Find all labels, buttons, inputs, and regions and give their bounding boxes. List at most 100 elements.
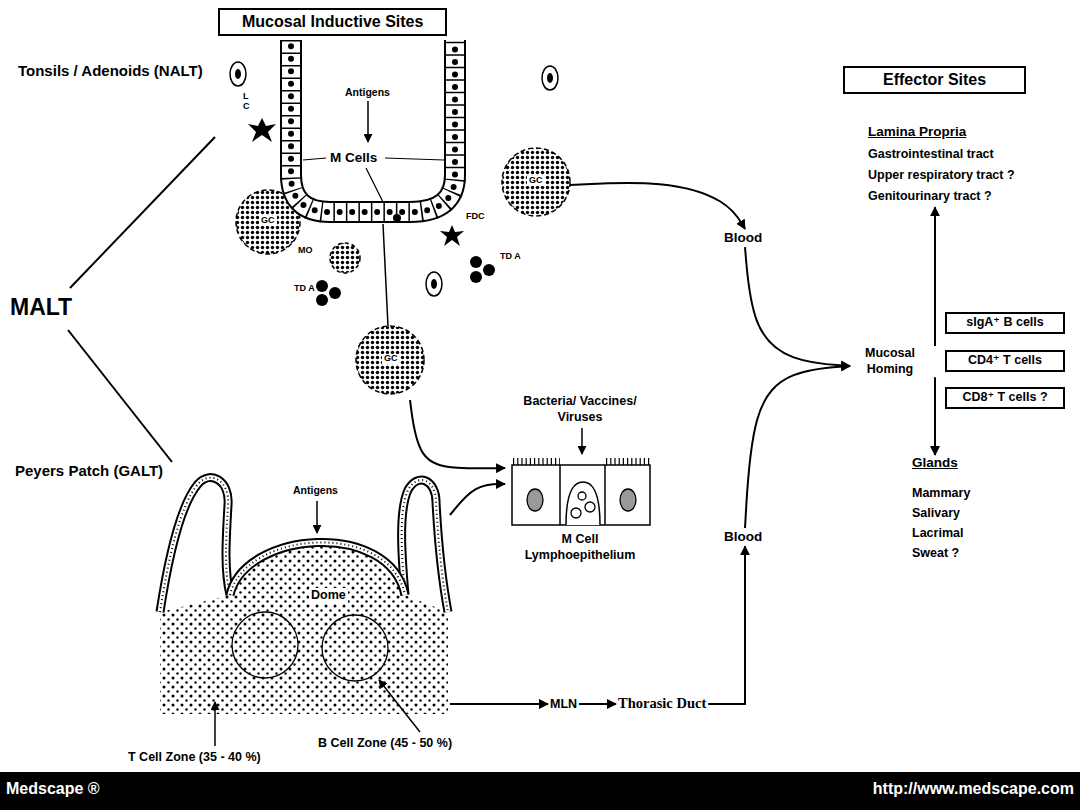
epithelium [291, 40, 455, 212]
part-label: M Cell Lymphoepithelium [515, 532, 645, 563]
cell-nucleus [291, 40, 455, 212]
section-header: Effector Sites [843, 66, 1026, 94]
site-text: Genitourinary tract ? [868, 186, 1015, 207]
antigen-arrow [316, 501, 318, 533]
section-header: Mucosal Inductive Sites [218, 8, 447, 36]
lymphocyte [329, 287, 341, 299]
bracket-line [68, 330, 172, 462]
header-text: Mucosal Inductive Sites [220, 10, 445, 34]
cell-nucleus [547, 73, 553, 83]
zone-label: T Cell Zone (35 - 40 %) [128, 750, 261, 766]
germinal-center [330, 243, 360, 273]
dendritic-cell [248, 118, 276, 142]
dendritic-cell [440, 225, 464, 246]
footer-text: http://www.medscape.com [873, 779, 1074, 798]
site-list: GlandsMammarySalivaryLacrimalSweat ? [912, 455, 970, 563]
cell-type-box: CD8⁺ T cells ? [945, 387, 1065, 409]
cell-label: TD A [500, 252, 516, 262]
leader-line [303, 158, 326, 160]
site-text: Gastrointestinal tract [868, 144, 1015, 165]
flow-arrow [410, 400, 505, 468]
part-label: Bacteria/ Vaccines/ Viruses [515, 394, 645, 425]
footer-bar [0, 772, 1080, 810]
site-text: Upper respiratory tract ? [868, 165, 1015, 186]
cell-type-box: sIgA⁺ B cells [945, 312, 1065, 334]
cell-type-text: CD8⁺ T cells ? [947, 389, 1063, 407]
villus [160, 478, 230, 612]
lymph-line [383, 224, 388, 326]
lymphocyte [393, 214, 401, 222]
bracket-line [70, 137, 215, 288]
flow-arrow [570, 183, 745, 229]
flow-arrow [934, 207, 936, 346]
flow-arrow [450, 703, 548, 705]
site-text: Salivary [912, 503, 970, 523]
germinal-center [502, 148, 570, 216]
site-text: Lacrimal [912, 523, 970, 543]
m-cell-pocket [566, 482, 600, 525]
cell-label: GC [259, 216, 277, 226]
flow-arrow [450, 484, 505, 515]
villus [160, 478, 230, 612]
route-text: Blood [722, 229, 764, 247]
peyers-patch-illustration: AntigensDome [160, 478, 450, 718]
plasma-cell [426, 272, 442, 296]
zone-label: B Cell Zone (45 - 50 %) [318, 736, 452, 752]
flow-arrow [745, 366, 850, 528]
m-cell-illustration: Bacteria/ Vaccines/ Viruses M Cell Lympho… [505, 392, 655, 564]
site-text: Sweat ? [912, 543, 970, 563]
route-label: Thorasic Duct [616, 694, 708, 713]
route-label: Blood [722, 229, 764, 247]
region-label: Peyers Patch (GALT) [15, 462, 160, 481]
pointer-arrow [214, 702, 216, 746]
flow-arrow [579, 703, 616, 705]
microvilli [606, 458, 650, 465]
follicle [322, 615, 388, 681]
site-list: Lamina PropriaGastrointestinal tractUppe… [868, 124, 1015, 207]
antigen-arrow [367, 101, 369, 142]
site-text: Glands [912, 455, 970, 471]
follicle [232, 612, 298, 678]
part-label: Dome [309, 588, 348, 604]
lymphocyte [585, 502, 595, 512]
plasma-cell [542, 66, 558, 90]
route-text: Thorasic Duct [616, 694, 708, 713]
cell-nucleus [431, 279, 437, 289]
lymphocyte [470, 271, 482, 283]
lymphocyte [578, 492, 586, 500]
epithelial-cells [512, 465, 650, 525]
route-text: Blood [722, 528, 764, 546]
villus [160, 478, 230, 612]
lymphocyte [571, 508, 581, 518]
cell-border [559, 465, 561, 525]
part-label: M Cells [330, 150, 377, 166]
cell-label: TD A [294, 284, 310, 294]
lymphocyte [483, 264, 495, 276]
route-label: Blood [722, 528, 764, 546]
region-label: Tonsils / Adenoids (NALT) [18, 62, 173, 81]
antigen-arrow [581, 428, 583, 454]
site-text: Lamina Propria [868, 124, 1015, 140]
cell-type-box: CD4⁺ T cells [945, 350, 1065, 372]
part-label: Antigens [345, 86, 390, 99]
cell-border [291, 40, 455, 212]
microvilli [513, 458, 560, 465]
site-text: Mammary [912, 483, 970, 503]
cell-label: FDC [466, 212, 485, 222]
epithelium [291, 40, 455, 212]
follicle [232, 612, 298, 678]
flow-arrow [708, 546, 745, 704]
cell-label: LC [243, 92, 252, 112]
follicle [322, 615, 388, 681]
cell-label: GC [527, 176, 545, 186]
tonsil-illustration: Antigens M Cells [200, 40, 570, 400]
route-text: MLN [548, 696, 579, 714]
lymphocyte [470, 256, 482, 268]
footer-text: Medscape ® [6, 779, 100, 798]
plasma-cell [230, 62, 246, 86]
cell-label: MO [298, 246, 313, 256]
leader-line [385, 158, 444, 160]
cell-type-text: CD4⁺ T cells [947, 352, 1063, 370]
part-label: Antigens [293, 484, 338, 497]
